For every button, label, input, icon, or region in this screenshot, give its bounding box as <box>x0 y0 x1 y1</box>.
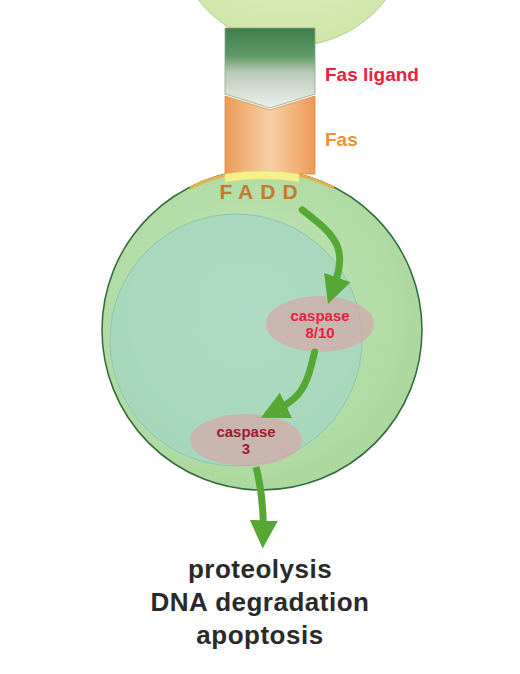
outcome-list: proteolysisDNA degradationapoptosis <box>0 553 520 652</box>
signal-arrow <box>302 210 339 296</box>
outcome-label: DNA degradation <box>0 586 520 619</box>
node-label: caspase 8/10 <box>285 307 355 342</box>
ligand-shape: Fas ligand <box>225 28 315 108</box>
nucleus <box>110 214 362 466</box>
node-label: Fas ligand <box>325 64 419 86</box>
receptor-outline <box>225 96 315 174</box>
enzyme-ellipse <box>266 296 374 352</box>
node-label: FADD <box>190 180 334 204</box>
output-arrow <box>256 467 263 540</box>
ligand-outline <box>225 28 315 108</box>
outcome-label: proteolysis <box>0 553 520 586</box>
text-holder: caspase 3 <box>190 414 302 466</box>
adaptor-band: FADD <box>190 166 334 210</box>
caspase-ellipse: caspase 3 <box>190 414 302 466</box>
node-outline <box>225 96 315 174</box>
receptor-shape: Fas <box>225 96 315 174</box>
node-outline <box>225 28 315 108</box>
node-label: caspase 3 <box>211 423 281 458</box>
signal-arrow <box>268 352 314 414</box>
text-holder: caspase 8/10 <box>266 296 374 352</box>
target-cell <box>102 170 422 490</box>
node-label: Fas <box>325 129 358 151</box>
enzyme-ellipse <box>190 414 302 466</box>
caspase-ellipse: caspase 8/10 <box>266 296 374 352</box>
outcome-label: apoptosis <box>0 619 520 652</box>
